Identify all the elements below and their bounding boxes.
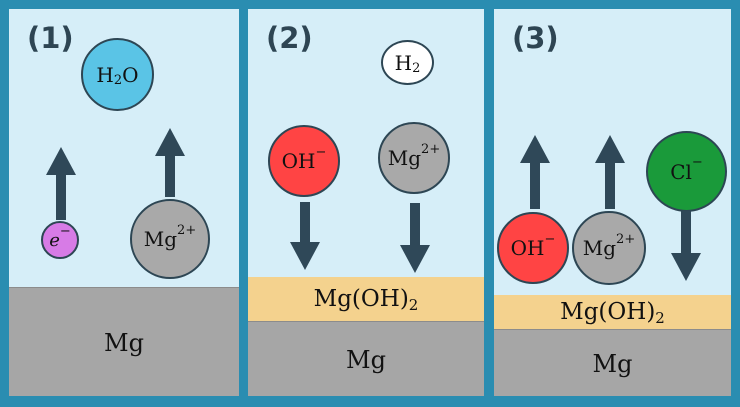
panel-number: (2) <box>266 21 313 55</box>
electron: e− <box>41 221 79 259</box>
magnesium-metal: Mg <box>494 329 731 396</box>
arrow-up <box>46 147 76 220</box>
panel-number: (1) <box>27 21 74 55</box>
arrow-up <box>595 135 625 209</box>
hydroxide-ion: OH− <box>497 212 569 284</box>
arrow-up <box>520 135 550 209</box>
magnesium-metal: Mg <box>9 287 239 396</box>
arrow-down <box>400 203 430 273</box>
hydroxide-layer: Mg(OH)2 <box>494 295 731 329</box>
panel-number: (3) <box>512 21 559 55</box>
arrow-down <box>290 202 320 270</box>
chloride-ion: Cl− <box>646 131 727 212</box>
arrow-down <box>671 211 701 281</box>
arrow-up <box>155 128 185 197</box>
hydroxide-layer: Mg(OH)2 <box>248 277 484 321</box>
hydroxide-ion: OH− <box>268 125 340 197</box>
magnesium-metal: Mg <box>248 321 484 396</box>
